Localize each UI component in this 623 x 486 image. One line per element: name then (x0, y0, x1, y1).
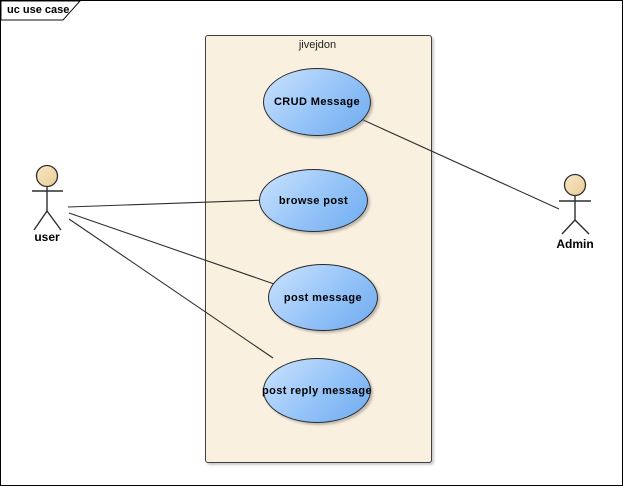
use-case-post-reply-message[interactable]: post reply message (262, 358, 372, 423)
actor-admin-label: Admin (556, 237, 594, 251)
actor-admin-head (563, 173, 587, 197)
actor-user[interactable] (32, 164, 63, 231)
actor-user-label: user (34, 230, 60, 244)
use-case-crud-message-label: CRUD Message (273, 96, 361, 108)
use-case-browse-post-label: browse post (278, 194, 349, 207)
use-case-browse-post[interactable]: browse post (259, 169, 368, 232)
use-case-crud-message[interactable]: CRUD Message (263, 68, 371, 136)
use-case-post-reply-message-label: post reply message (262, 384, 372, 397)
association-user-browse-post[interactable] (67, 199, 267, 208)
frame-tab (1, 1, 81, 21)
actor-admin[interactable] (559, 173, 591, 235)
association-admin-crud-message[interactable] (360, 118, 560, 210)
association-user-post-reply-message[interactable] (68, 218, 274, 359)
association-user-post-message[interactable] (68, 212, 278, 286)
use-case-post-message[interactable]: post message (268, 264, 378, 331)
frame-tab-label: uc use case (7, 4, 70, 16)
system-boundary-label: jivejdon (298, 39, 337, 51)
actor-user-head (35, 164, 59, 188)
use-case-post-message-label: post message (283, 291, 363, 304)
